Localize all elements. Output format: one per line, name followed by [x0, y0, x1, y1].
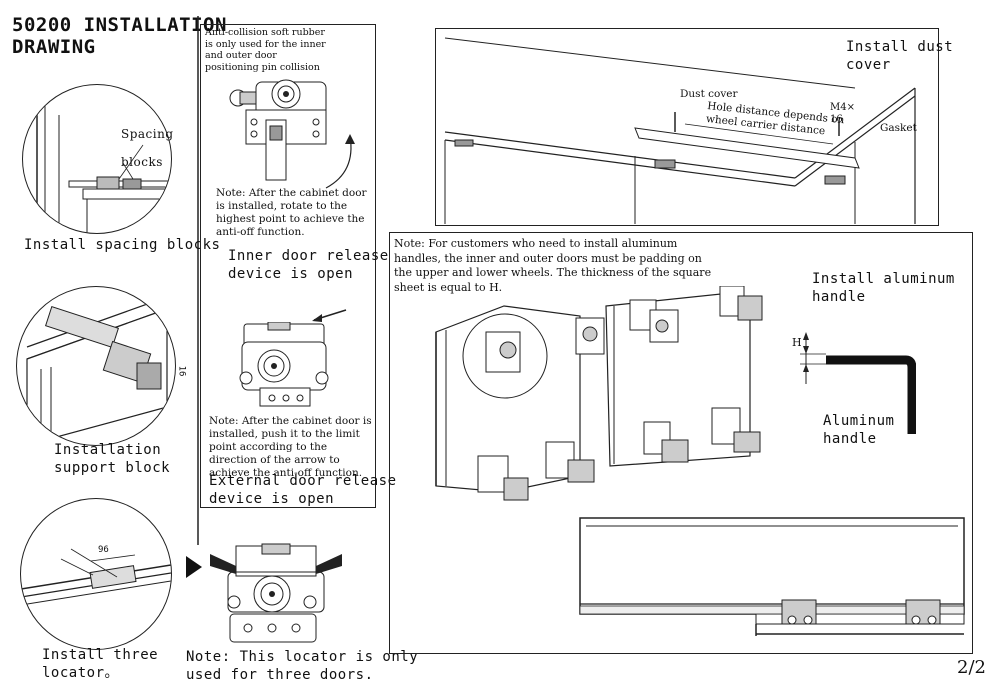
caption-dust-1: Install dust	[846, 39, 954, 55]
caption-handle-1: Aluminum	[823, 413, 895, 429]
caption-inner-2: device is open	[228, 266, 354, 282]
doors-padding-drawing	[435, 286, 763, 501]
spacing-label: Spacing blocks	[121, 127, 174, 169]
caption-install-spacing-blocks: Install spacing blocks	[24, 237, 221, 253]
page-title: 50200 INSTALLATION DRAWING	[12, 14, 227, 58]
spacing-blocks-detail	[22, 84, 172, 234]
three-locator-drawing	[21, 548, 171, 606]
three-locator-detail	[20, 498, 172, 650]
caption-locator-2: locator。	[42, 665, 120, 681]
dust-cover-drawing	[444, 37, 916, 224]
external-door-release-drawing	[239, 322, 329, 407]
inner-door-release-drawing	[229, 79, 327, 181]
note-locator-2: used for three doors.	[186, 667, 374, 683]
aluminum-handle-panel	[389, 232, 973, 654]
note-external-door: Note: After the cabinet door is installe…	[209, 415, 372, 479]
caption-install-handle-2: handle	[812, 289, 866, 305]
cabinet-section-drawing	[579, 517, 965, 636]
rotate-arrow-icon	[325, 134, 355, 189]
note-anti-collision: Anti-collision soft rubber is only used …	[205, 27, 326, 73]
label-gasket: Gasket	[880, 122, 917, 134]
page-number: 2/2	[957, 657, 986, 678]
caption-install-aluminum-handle: Install aluminum handle	[812, 270, 955, 306]
caption-install-dust-cover: Install dust cover	[846, 38, 953, 74]
caption-support-1: Installation	[54, 442, 162, 458]
dust-cover-panel	[435, 28, 939, 226]
caption-support-2: support block	[54, 460, 171, 476]
label-dust-cover: Dust cover	[680, 88, 738, 100]
three-door-locator-drawing	[210, 543, 342, 643]
label-screw-1: M4×	[830, 102, 855, 113]
caption-dust-2: cover	[846, 57, 891, 73]
caption-installation-support-block: Installation support block	[54, 441, 170, 477]
push-arrow-icon	[312, 309, 347, 322]
label-screw: M4× 16	[830, 102, 855, 126]
caption-install-three-locator: Install three locator。	[42, 646, 158, 682]
pointer-triangle-icon	[186, 556, 202, 578]
note-inner-door: Note: After the cabinet door is installe…	[216, 187, 367, 238]
title-line-1: 50200 INSTALLATION	[12, 14, 227, 36]
caption-inner-1: Inner door release	[228, 248, 389, 264]
caption-external-1: External door release	[209, 473, 397, 489]
note-three-doors: Note: This locator is only used for thre…	[186, 648, 418, 684]
caption-aluminum-handle: Aluminum handle	[823, 412, 894, 448]
dimension-h: H	[792, 336, 802, 349]
support-block-drawing	[26, 296, 168, 445]
release-device-panel	[200, 24, 376, 508]
spacing-label-2: blocks	[121, 155, 163, 169]
spacing-label-1: Spacing	[121, 127, 174, 141]
title-line-2: DRAWING	[12, 36, 96, 58]
caption-external-door-release: External door release device is open	[209, 472, 397, 508]
locator-dimension: 96	[98, 545, 109, 555]
note-aluminum-handle: Note: For customers who need to install …	[394, 237, 712, 294]
support-dimension: 16	[176, 365, 187, 377]
note-locator-1: Note: This locator is only	[186, 649, 419, 665]
caption-install-handle-1: Install aluminum	[812, 271, 955, 287]
aluminum-handle-drawing	[800, 332, 916, 434]
caption-inner-door-release: Inner door release device is open	[228, 247, 389, 283]
caption-locator-1: Install three	[42, 647, 159, 663]
spacing-blocks-drawing	[36, 95, 171, 233]
support-block-detail	[16, 286, 176, 446]
caption-handle-2: handle	[823, 431, 877, 447]
caption-external-2: device is open	[209, 491, 335, 507]
label-screw-2: 16	[830, 114, 843, 125]
